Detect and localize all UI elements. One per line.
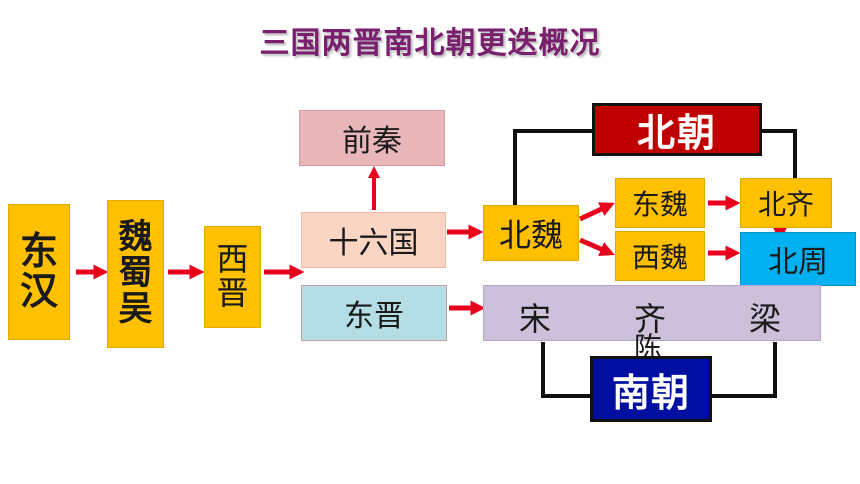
- node-beizhou-label: 北周: [768, 245, 828, 280]
- node-dongwei-label: 东魏: [631, 188, 688, 221]
- node-dongwei: 东魏: [615, 178, 705, 228]
- node-qi-label: 齐: [634, 300, 667, 338]
- page-title: 三国两晋南北朝更迭概况: [259, 26, 601, 61]
- node-beiwei: 北魏: [483, 205, 579, 261]
- node-song-label: 宋: [519, 300, 552, 338]
- node-beiqi: 北齐: [740, 178, 832, 228]
- node-donghan: 东汉: [8, 204, 70, 340]
- node-donghan-label: 东汉: [20, 229, 59, 313]
- node-xiwei: 西魏: [615, 231, 705, 281]
- node-dongjin-label: 东晋: [344, 299, 404, 334]
- node-weishuwu-label: 魏蜀吴: [118, 217, 153, 329]
- node-shiliuguo: 十六国: [301, 212, 446, 268]
- node-beiqi-label: 北齐: [757, 188, 814, 221]
- arrow-beiwei-xiwei: [579, 237, 615, 256]
- node-beizhou: 北周: [740, 232, 856, 286]
- node-xijin-label: 西晋: [216, 240, 249, 312]
- node-shiliuguo-label: 十六国: [328, 226, 419, 261]
- group-beichao-label: 北朝: [636, 111, 717, 155]
- group-beichao-label-box: 北朝: [592, 103, 762, 156]
- group-nanchao-label: 南朝: [611, 370, 690, 415]
- node-liang-label: 梁: [749, 300, 782, 338]
- group-nanchao-label-box: 南朝: [590, 356, 712, 422]
- node-song-qi-liang-chen: [483, 285, 821, 341]
- node-xijin: 西晋: [204, 226, 261, 328]
- node-qianqin: 前秦: [299, 110, 445, 166]
- arrow-beiwei-dongwei: [578, 202, 615, 222]
- node-qianqin-label: 前秦: [342, 124, 402, 159]
- node-dongjin: 东晋: [301, 285, 447, 341]
- node-beiwei-label: 北魏: [498, 216, 563, 254]
- node-xiwei-label: 西魏: [631, 241, 688, 274]
- node-weishuwu: 魏蜀吴: [107, 200, 164, 348]
